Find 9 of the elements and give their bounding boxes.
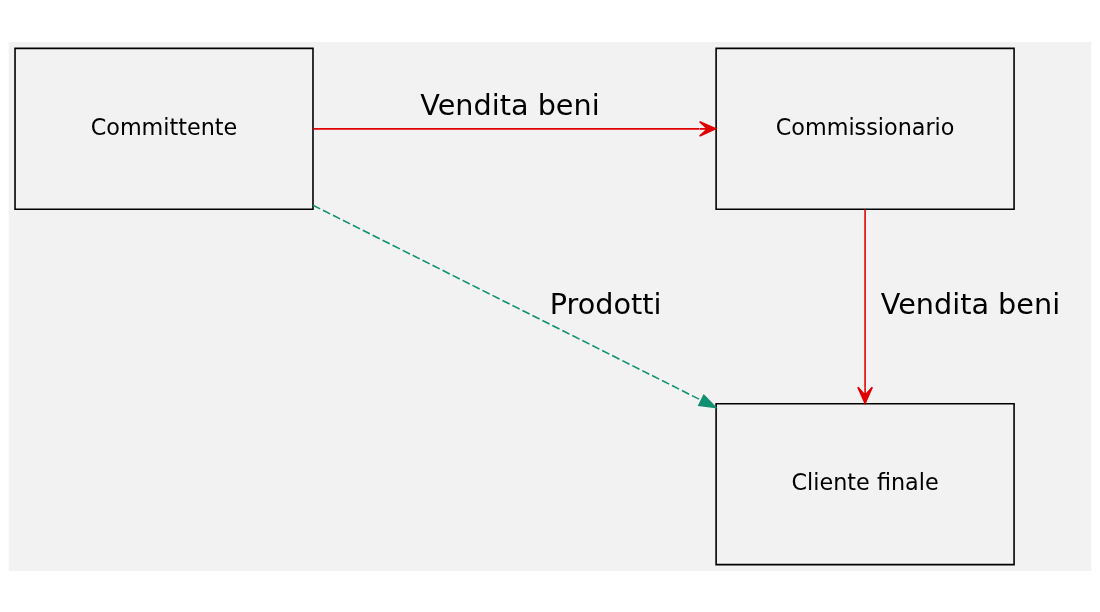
node-box: Cliente finale xyxy=(715,402,1015,565)
edge-label: Prodotti xyxy=(549,286,662,321)
arrow xyxy=(312,120,717,137)
edge-label: Vendita beni xyxy=(420,87,600,122)
node-box: Committente xyxy=(14,47,314,210)
arrow xyxy=(312,204,718,409)
arrow xyxy=(857,208,874,404)
node-box: Commissionario xyxy=(715,47,1015,210)
edge-label: Vendita beni xyxy=(880,286,1061,321)
